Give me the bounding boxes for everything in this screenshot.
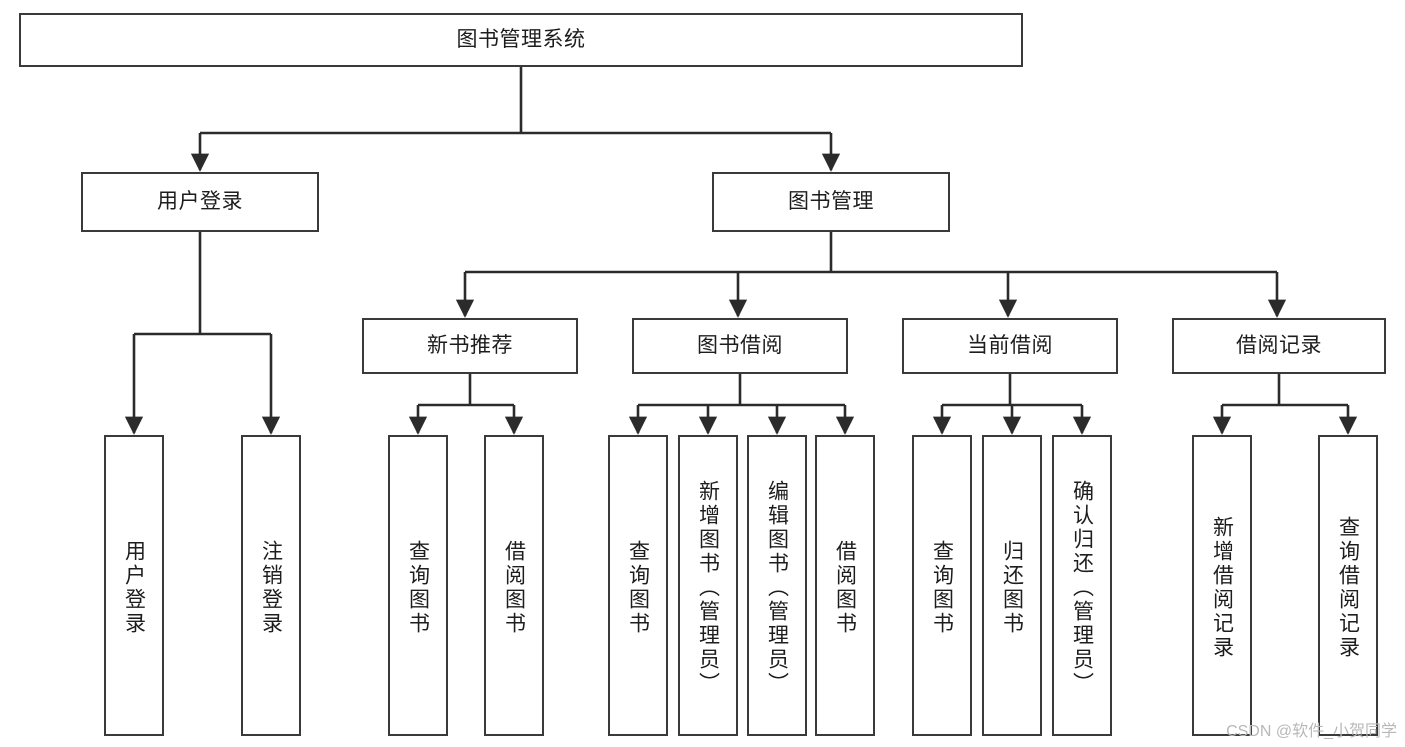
watermark-text: CSDN @软件_小贺同学 [1226,723,1397,740]
node-current-borrow[interactable]: 当前借阅 [902,318,1118,374]
node-user-login[interactable]: 用户登录 [81,172,319,232]
node-root-label: 图书管理系统 [456,27,586,51]
node-leaf-query-record[interactable]: 查询借阅记录 [1318,435,1378,736]
node-borrow-record[interactable]: 借阅记录 [1172,318,1386,374]
node-leaf-return-book-label: 归还图书 [1000,539,1024,636]
node-new-book-recommend[interactable]: 新书推荐 [362,318,578,374]
node-leaf-borrow-book-2-label: 借阅图书 [833,539,857,636]
node-leaf-confirm-return[interactable]: 确认归还（管理员） [1052,435,1112,736]
node-leaf-confirm-return-label: 确认归还（管理员） [1070,479,1094,696]
node-leaf-borrow-book-2[interactable]: 借阅图书 [815,435,875,736]
node-leaf-query-book-1[interactable]: 查询图书 [388,435,448,736]
node-leaf-query-book-2-label: 查询图书 [626,539,650,636]
node-leaf-query-book-3[interactable]: 查询图书 [912,435,972,736]
node-root[interactable]: 图书管理系统 [19,13,1023,67]
node-leaf-query-book-3-label: 查询图书 [930,539,954,636]
node-leaf-user-login[interactable]: 用户登录 [104,435,164,736]
node-leaf-borrow-book-1-label: 借阅图书 [502,539,526,636]
node-leaf-add-record[interactable]: 新增借阅记录 [1192,435,1252,736]
node-leaf-edit-book[interactable]: 编辑图书（管理员） [747,435,807,736]
node-leaf-borrow-book-1[interactable]: 借阅图书 [484,435,544,736]
node-book-manage[interactable]: 图书管理 [712,172,950,232]
node-book-borrow[interactable]: 图书借阅 [632,318,848,374]
node-leaf-logout[interactable]: 注销登录 [241,435,301,736]
node-leaf-add-record-label: 新增借阅记录 [1210,515,1234,660]
node-leaf-add-book-label: 新增图书（管理员） [696,479,720,696]
node-leaf-query-book-2[interactable]: 查询图书 [608,435,668,736]
node-current-borrow-label: 当前借阅 [967,333,1053,357]
node-leaf-add-book[interactable]: 新增图书（管理员） [678,435,738,736]
node-leaf-query-book-1-label: 查询图书 [406,539,430,636]
node-leaf-user-login-label: 用户登录 [122,539,146,636]
node-book-manage-label: 图书管理 [788,189,874,213]
node-leaf-return-book[interactable]: 归还图书 [982,435,1042,736]
node-leaf-logout-label: 注销登录 [259,539,283,636]
node-leaf-edit-book-label: 编辑图书（管理员） [765,479,789,696]
node-new-book-recommend-label: 新书推荐 [427,333,513,357]
node-leaf-query-record-label: 查询借阅记录 [1336,515,1360,660]
node-user-login-label: 用户登录 [157,189,243,213]
node-borrow-record-label: 借阅记录 [1236,333,1322,357]
node-book-borrow-label: 图书借阅 [697,333,783,357]
